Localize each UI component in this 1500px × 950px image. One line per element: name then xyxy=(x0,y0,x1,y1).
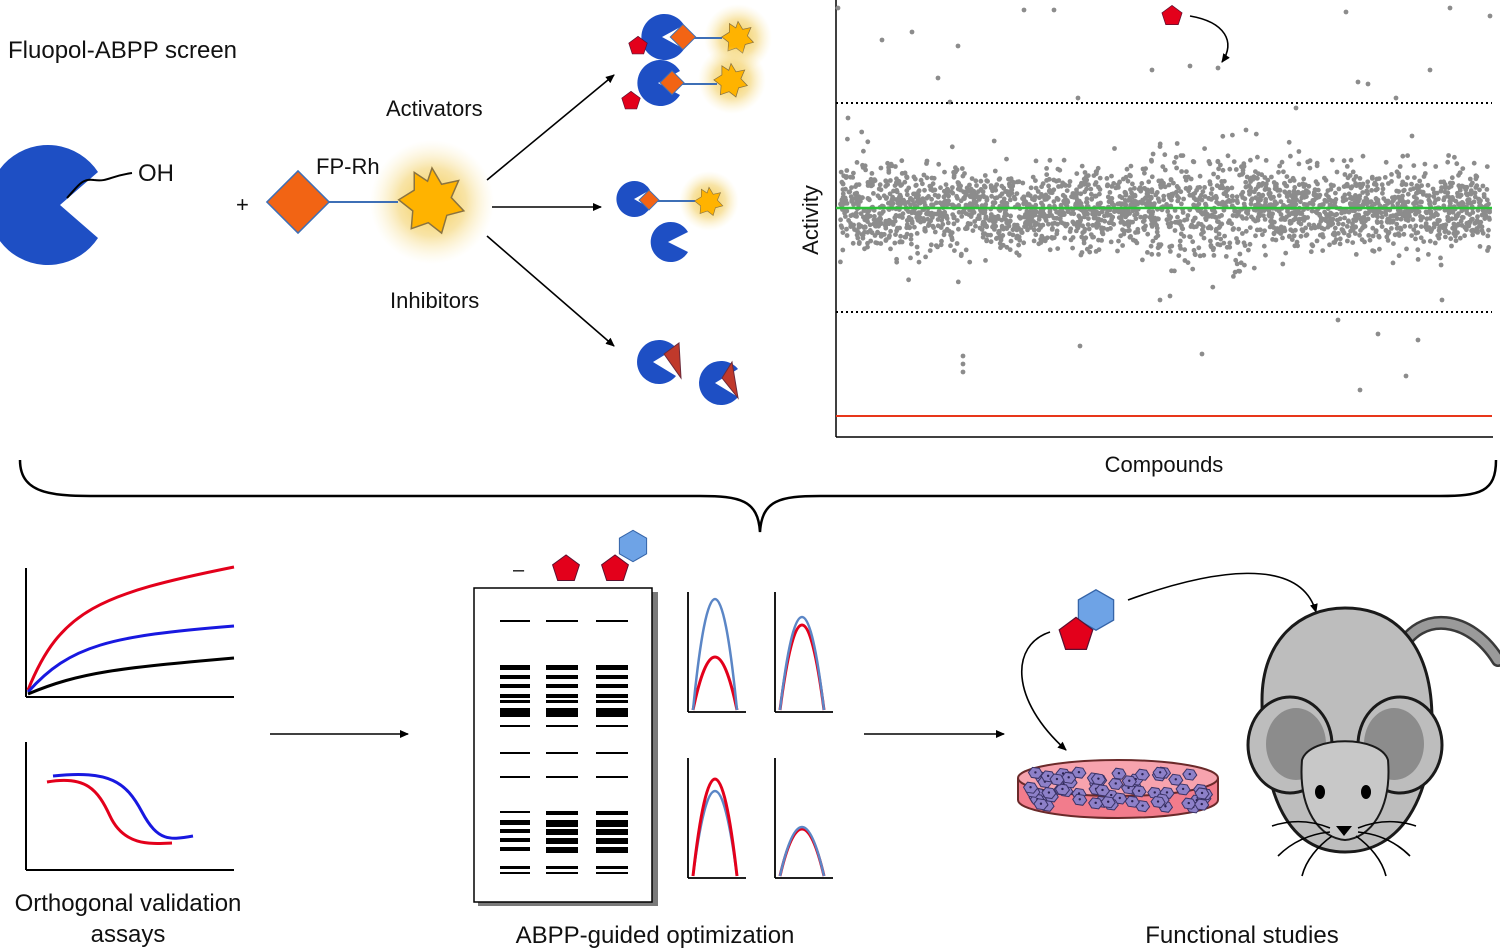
validation-plot-bottom xyxy=(25,742,234,871)
gel-minus-label: – xyxy=(513,559,525,581)
curve-red xyxy=(26,565,235,691)
functional-label: Functional studies xyxy=(1145,922,1338,949)
compound-pentagon-icon xyxy=(552,554,580,582)
analog-pentagon-icon xyxy=(601,554,629,582)
activator-arrow xyxy=(486,74,615,181)
petri-dish-icon xyxy=(1017,759,1219,819)
screen-title: Fluopol-ABPP screen xyxy=(8,37,237,64)
activated-complex-2 xyxy=(621,46,766,114)
oh-label: OH xyxy=(138,160,174,187)
scatter-plot: Activity Compounds xyxy=(798,0,1493,477)
plus-sign: + xyxy=(236,192,249,217)
gel-lane-traces xyxy=(687,592,833,879)
curve-black xyxy=(27,656,235,696)
curve-blue xyxy=(26,624,235,693)
neutral-complex xyxy=(616,171,739,262)
gel-bands xyxy=(500,620,628,874)
activators-label: Activators xyxy=(386,96,483,121)
x-axis-label: Compounds xyxy=(1105,452,1224,477)
dose-curve-blue xyxy=(52,773,194,840)
compound-icon xyxy=(1058,589,1115,651)
validation-label-line2: assays xyxy=(91,921,166,948)
hit-pentagon-icon xyxy=(1161,5,1183,25)
y-axis-label: Activity xyxy=(798,185,823,255)
optimization-label: ABPP-guided optimization xyxy=(516,922,795,949)
dose-curve-red xyxy=(46,778,173,845)
enzyme-pacman xyxy=(0,145,133,265)
mouse-icon xyxy=(1246,606,1500,877)
inhibitors-label: Inhibitors xyxy=(390,288,479,313)
probe-label: FP-Rh xyxy=(316,154,380,179)
inhibited-enzymes xyxy=(637,340,739,405)
hit-arrow xyxy=(1189,15,1230,63)
arrow-to-mouse xyxy=(1127,572,1318,613)
grouping-brace xyxy=(18,459,1498,533)
analog-hexagon-icon xyxy=(618,529,648,563)
validation-label-line1: Orthogonal validation xyxy=(15,890,242,917)
fp-rh-probe xyxy=(265,140,494,264)
gel xyxy=(473,587,658,906)
inhibitor-arrow xyxy=(486,235,615,347)
arrow-to-cells xyxy=(1021,631,1067,751)
scatter-points xyxy=(835,5,1493,393)
validation-plot-top xyxy=(25,565,235,698)
